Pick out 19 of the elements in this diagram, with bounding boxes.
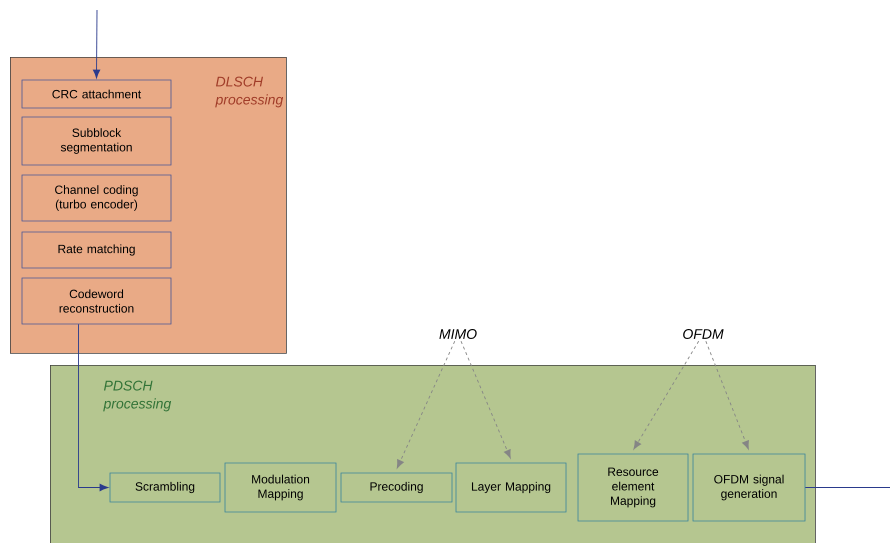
group-label: OFDM	[683, 329, 724, 339]
process-box: Channel coding (turbo encoder)	[22, 174, 172, 222]
arrow	[633, 340, 700, 450]
arrow	[78, 324, 108, 492]
process-box: Modulation Mapping	[224, 462, 336, 512]
process-box: CRC attachment	[22, 80, 172, 108]
process-box: Subblock segmentation	[22, 116, 172, 166]
process-box: Precoding	[340, 472, 452, 502]
arrow	[705, 340, 749, 450]
group-label: MIMO	[439, 329, 477, 339]
arrow	[92, 10, 100, 78]
process-box: OFDM signal generation	[692, 454, 806, 522]
arrow	[460, 340, 511, 458]
process-box: Rate matching	[22, 232, 172, 268]
process-box: Resource element Mapping	[578, 454, 688, 522]
process-box: Scrambling	[110, 472, 220, 502]
process-box: Codeword reconstruction	[22, 278, 172, 324]
arrow	[396, 340, 456, 468]
process-box: Layer Mapping	[456, 462, 566, 512]
